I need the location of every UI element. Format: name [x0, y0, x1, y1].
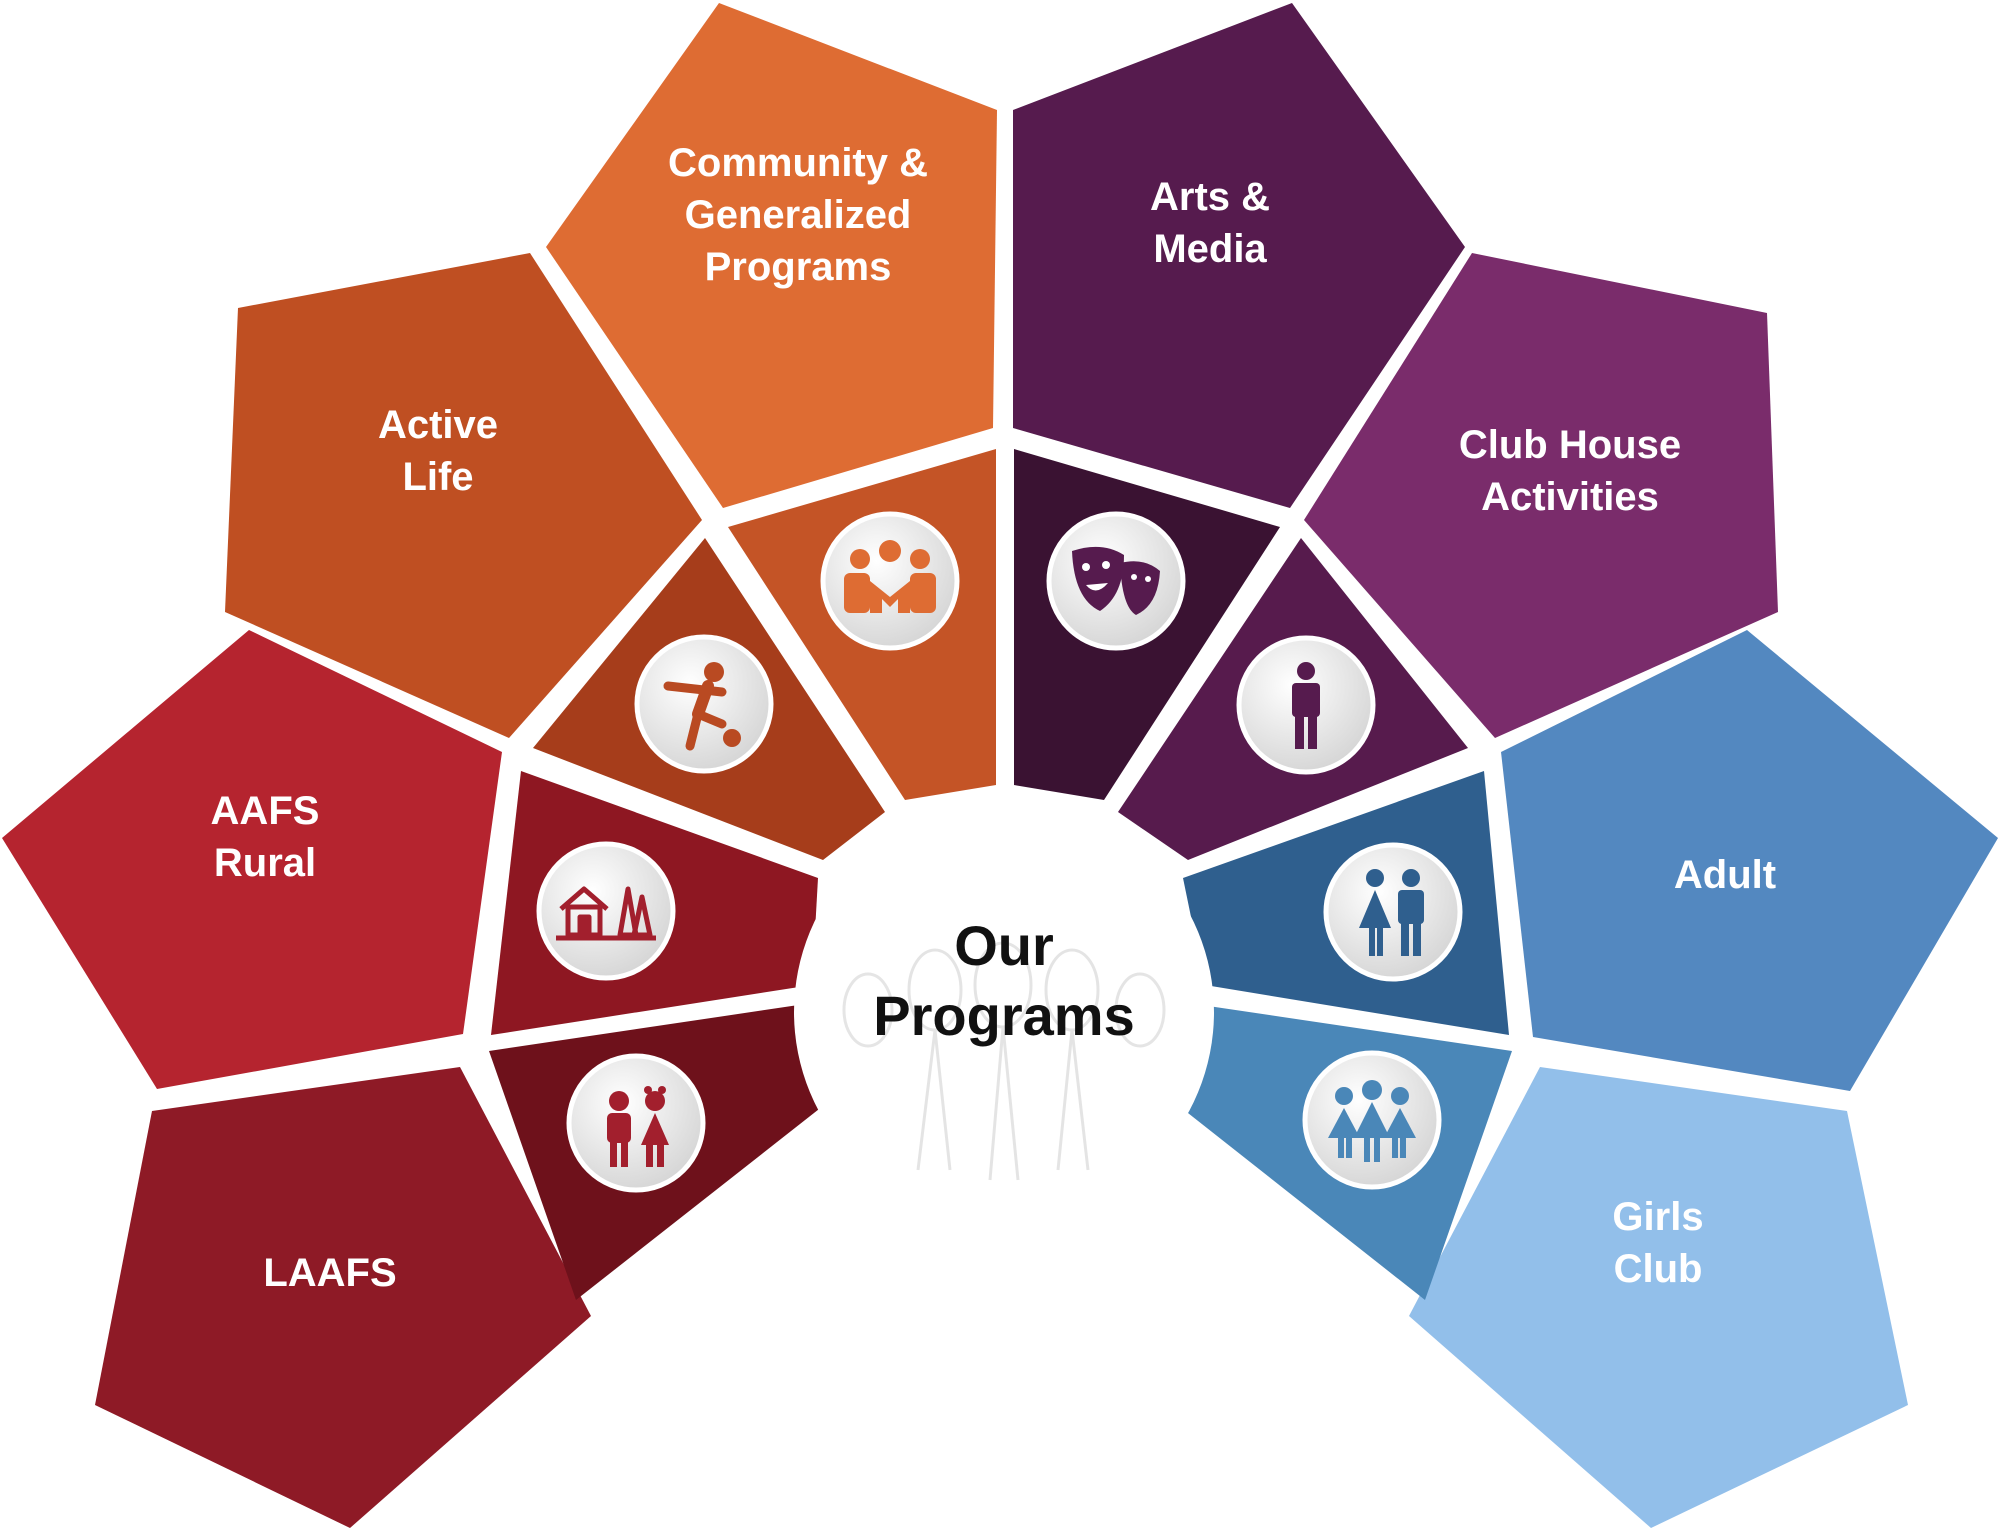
label-line: Community & [668, 141, 928, 185]
label-line: Club [1614, 1247, 1703, 1291]
label-line: Media [1153, 227, 1267, 271]
center-title-line1: Our [954, 914, 1054, 977]
icon-discs [536, 511, 1463, 1193]
label-line: Club House [1459, 423, 1681, 467]
label-line: Adult [1674, 853, 1776, 897]
label-line: LAAFS [263, 1251, 396, 1295]
boy-girl-icon [566, 1053, 706, 1193]
tile-laafs[interactable] [95, 1067, 591, 1528]
label-adult: Adult [1674, 853, 1776, 897]
tile-aafs-rural[interactable] [2, 630, 502, 1089]
center-title-line2: Programs [873, 984, 1134, 1047]
label-aafs-rural: AAFS Rural [211, 789, 320, 885]
tile-club-house[interactable] [1304, 253, 1778, 738]
tile-active-life[interactable] [225, 253, 702, 738]
label-line: Active [378, 403, 498, 447]
label-laafs: LAAFS [263, 1251, 396, 1295]
label-line: Generalized [685, 193, 912, 237]
label-line: AAFS [211, 789, 320, 833]
adult-couple-icon [1323, 842, 1463, 982]
soccer-player-icon [634, 634, 774, 774]
label-line: Activities [1481, 475, 1659, 519]
tile-arts-media[interactable] [1013, 3, 1465, 508]
people-watermark-icon [842, 941, 1166, 1181]
center-hub: Our Programs [794, 802, 1214, 1222]
tile-adult[interactable] [1501, 630, 1998, 1091]
theater-masks-icon [1046, 511, 1186, 651]
tile-girls-club[interactable] [1409, 1067, 1908, 1528]
label-line: Arts & [1150, 175, 1270, 219]
person-icon [1236, 635, 1376, 775]
label-arts-media: Arts & Media [1150, 175, 1270, 271]
label-line: Programs [705, 245, 892, 289]
community-group-icon [820, 511, 960, 651]
label-line: Girls [1612, 1195, 1703, 1239]
outer-tiles [2, 3, 1998, 1528]
girls-group-icon [1302, 1050, 1442, 1190]
label-line: Life [402, 455, 473, 499]
house-trees-icon [536, 841, 676, 981]
label-line: Rural [214, 841, 316, 885]
tile-community[interactable] [546, 3, 997, 508]
